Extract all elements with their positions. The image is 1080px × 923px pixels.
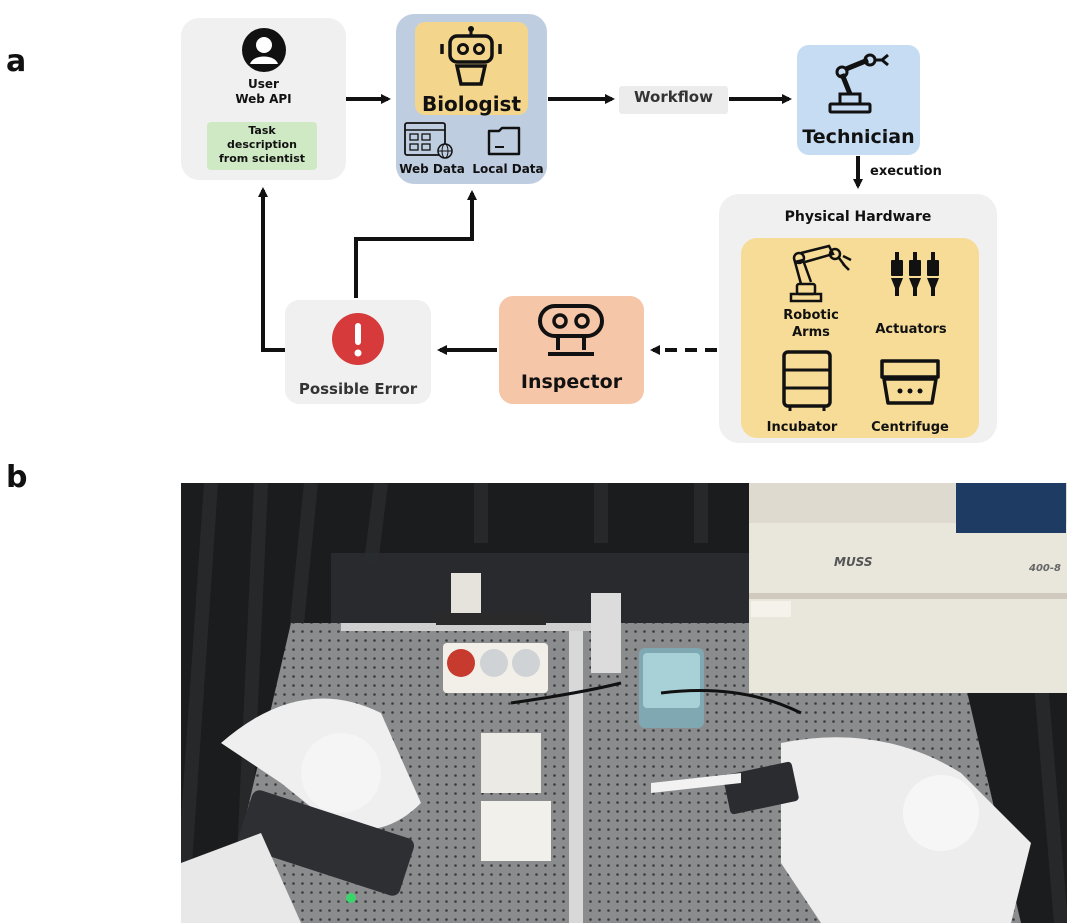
incubator-label: Incubator (766, 420, 838, 435)
centrifuge-label: Centrifuge (871, 420, 949, 435)
local-data-folder-icon (487, 126, 521, 156)
physical-hardware-title: Physical Hardware (784, 209, 932, 225)
incubator-icon (782, 350, 832, 411)
robotic-arms-label-1: Robotic (783, 308, 839, 323)
robotic-arm-icon (789, 244, 852, 303)
local-data-label: Local Data (472, 162, 544, 176)
centrifuge-icon (880, 359, 940, 405)
lab-setup-photo: MUSS 400-8 (181, 483, 1067, 923)
robot-icon (440, 26, 502, 86)
task-line-1: Task (248, 124, 276, 137)
freezer-brand-label: MUSS (834, 555, 873, 569)
actuators-icon (891, 252, 939, 296)
robotic-arms-label-2: Arms (792, 325, 830, 340)
task-line-3: from scientist (218, 152, 306, 165)
biologist-title: Biologist (421, 92, 522, 116)
lab-photo-illustration (181, 483, 1067, 923)
web-data-label: Web Data (399, 162, 465, 176)
task-description-box (207, 122, 317, 170)
user-title: User (248, 77, 279, 91)
freezer-model-label: 400-8 (1029, 563, 1061, 574)
arrow-error-to-user (258, 187, 285, 352)
possible-error-title: Possible Error (298, 380, 418, 398)
panel-label-b: b (6, 460, 28, 495)
inspector-title: Inspector (520, 371, 623, 393)
user-subtitle: Web API (235, 92, 292, 106)
inspector-robot-icon (538, 304, 604, 356)
web-data-icon (404, 122, 453, 159)
execution-label: execution (870, 164, 942, 179)
arrow-error-to-biologist (354, 190, 477, 298)
workflow-label-box (619, 86, 728, 114)
hardware-inner-box (741, 238, 979, 438)
error-alert-icon (332, 313, 384, 365)
inspector-box (499, 296, 644, 404)
task-line-2: description (227, 138, 297, 151)
technician-title: Technician (802, 126, 915, 148)
workflow-label: Workflow (634, 88, 713, 106)
actuators-label: Actuators (875, 322, 947, 337)
robot-arm-icon (828, 53, 889, 114)
user-icon (242, 28, 286, 72)
diagram-arrows (258, 94, 863, 355)
panel-label-a: a (6, 44, 27, 79)
